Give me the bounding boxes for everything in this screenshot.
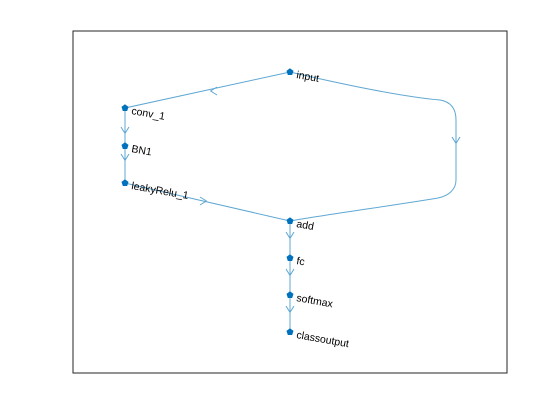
edge-arrow-icon [199, 196, 208, 206]
node-marker-icon [286, 217, 294, 224]
node-label: BN1 [130, 143, 152, 158]
node-label: conv_1 [130, 105, 166, 123]
node-marker-icon [121, 104, 129, 111]
node-softmax: softmax [286, 291, 335, 310]
node-label: add [295, 218, 314, 233]
node-marker-icon [286, 328, 294, 335]
edge-arrow-icon [285, 231, 295, 240]
node-marker-icon [286, 254, 294, 261]
node-fc: fc [286, 254, 306, 268]
node-classoutput: classoutput [286, 328, 350, 350]
edge-leakyRelu_1-to-add [124, 182, 291, 222]
edges-layer [120, 71, 461, 332]
node-marker-icon [121, 179, 129, 186]
axes-box [72, 30, 508, 374]
node-marker-icon [286, 291, 294, 298]
node-marker-icon [286, 68, 294, 75]
node-label: softmax [295, 292, 334, 310]
node-conv_1: conv_1 [121, 104, 166, 123]
edge-arrow-icon [120, 126, 130, 135]
node-add: add [286, 217, 315, 233]
edge-input-to-conv_1 [124, 71, 291, 109]
node-BN1: BN1 [121, 142, 153, 159]
edge-arrow-icon [451, 136, 461, 145]
node-label: leakyRelu_1 [130, 180, 189, 202]
edge-arrow-icon [285, 268, 295, 277]
node-leakyRelu_1: leakyRelu_1 [121, 179, 190, 202]
node-marker-icon [121, 142, 129, 149]
edge-arrow-icon [120, 153, 130, 162]
node-label: classoutput [295, 329, 349, 350]
edge-arrow-icon [209, 86, 218, 96]
edge-input-to-add [289, 71, 457, 222]
node-label: fc [295, 255, 305, 268]
node-label: input [295, 69, 320, 85]
edge-arrow-icon [285, 305, 295, 314]
node-input: input [286, 68, 320, 85]
